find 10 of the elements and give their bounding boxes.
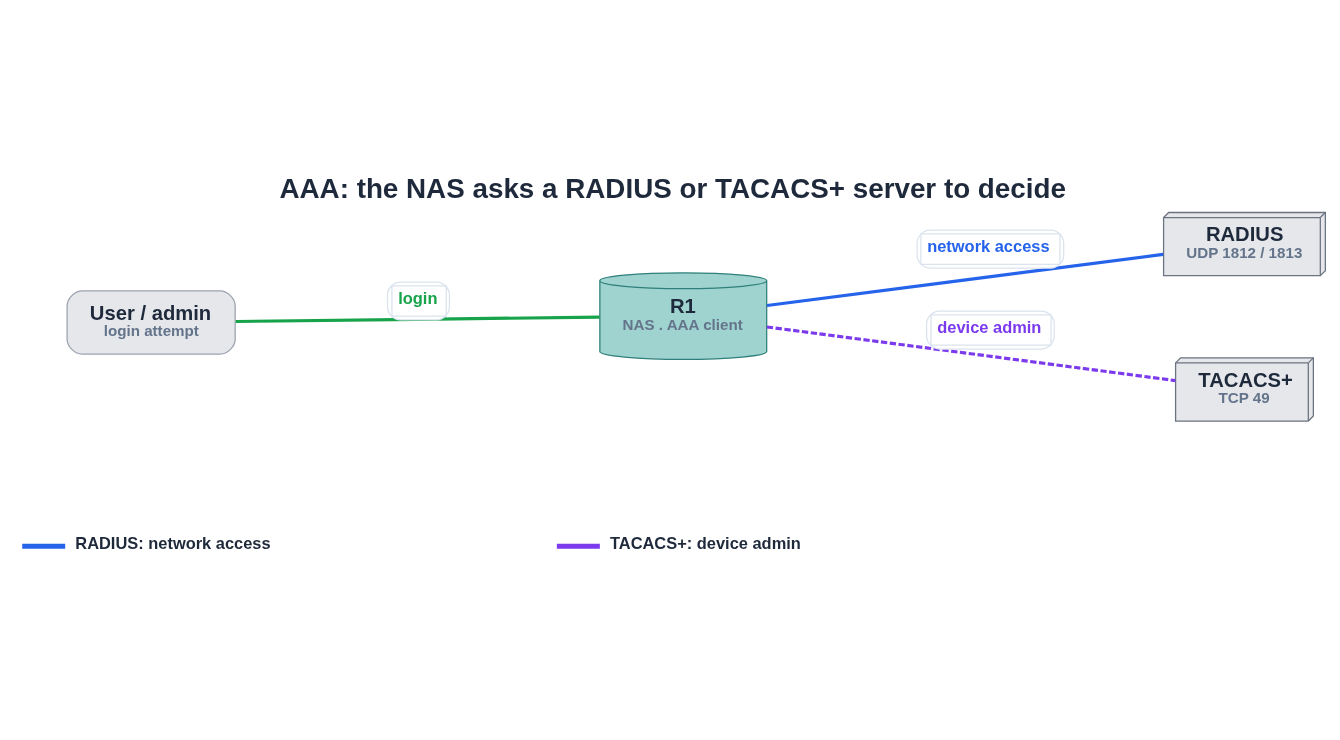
connector bbox=[766, 252, 1164, 307]
node-box: User / admin login attempt bbox=[66, 289, 236, 355]
edge-label: network access bbox=[927, 236, 1050, 255]
legend-label: RADIUS: network access bbox=[75, 533, 271, 552]
legend-label: TACACS+: device admin bbox=[609, 533, 801, 552]
connector bbox=[766, 324, 1176, 382]
edge-label: login bbox=[398, 288, 438, 307]
connector bbox=[235, 315, 600, 323]
diagram-title: AAA: the NAS asks a RADIUS or TACACS+ server to decide bbox=[279, 172, 1066, 204]
edge-label: device admin bbox=[937, 317, 1042, 336]
